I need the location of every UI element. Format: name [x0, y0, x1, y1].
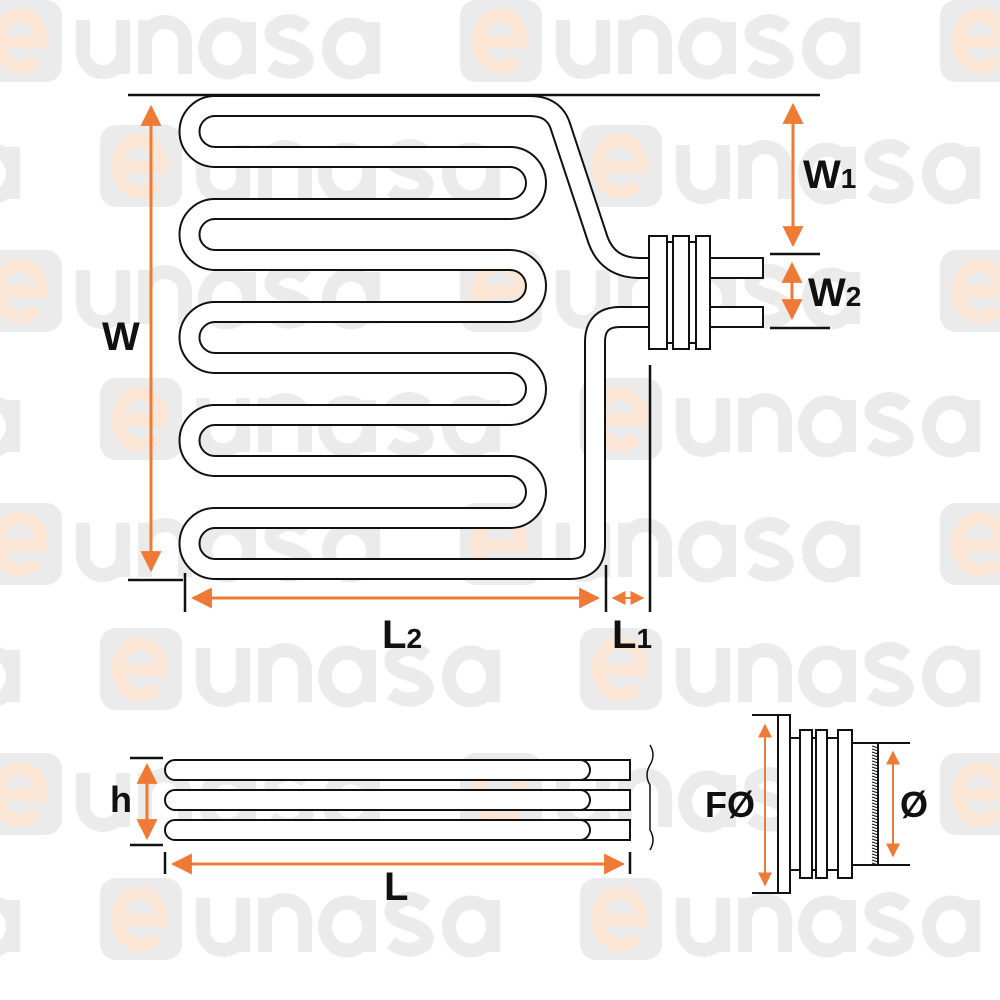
watermark-logo	[460, 0, 860, 82]
watermark-logo	[940, 753, 1000, 835]
label-w2: W2	[808, 271, 861, 315]
reference-lines	[128, 93, 830, 612]
end-view	[752, 714, 910, 894]
label-w: W	[102, 315, 140, 359]
watermark-logo	[0, 397, 20, 456]
watermark-logo	[0, 503, 380, 585]
watermark-logo	[0, 647, 20, 706]
watermark-logo	[0, 897, 20, 956]
dimension-labels: W W1 W2 L2 L1 h L FØ Ø	[102, 153, 928, 909]
side-view	[130, 744, 654, 874]
label-h: h	[110, 779, 132, 820]
watermark-logo	[0, 250, 380, 332]
watermark-logo	[580, 878, 980, 960]
label-f-diameter: FØ	[705, 784, 755, 825]
flange-top-view	[648, 235, 711, 350]
watermark-logo	[580, 628, 980, 710]
watermark-logo	[100, 878, 500, 960]
label-l2: L2	[382, 613, 422, 657]
watermark-logo	[940, 0, 1000, 82]
watermark-logo	[940, 503, 1000, 585]
serpentine-tube-top-view	[178, 95, 764, 580]
label-l: L	[384, 865, 408, 909]
watermark-logo	[580, 125, 980, 207]
watermark-logo	[100, 628, 500, 710]
watermark-logo	[940, 250, 1000, 332]
watermark-logo	[0, 144, 20, 203]
label-l1: L1	[612, 613, 652, 657]
dimension-arrows	[136, 102, 900, 887]
label-w1: W1	[803, 153, 856, 197]
label-diameter: Ø	[900, 784, 928, 825]
watermark-logo	[0, 0, 380, 82]
